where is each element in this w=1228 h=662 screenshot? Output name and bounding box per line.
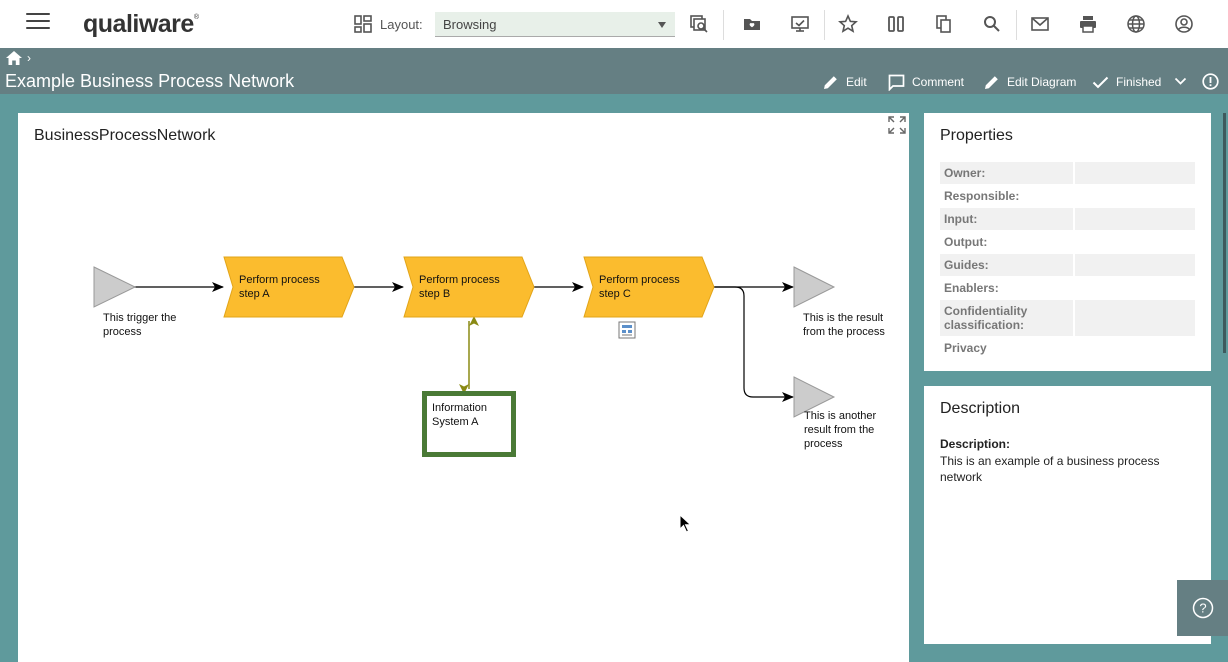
process-step-c-shape[interactable] [583, 256, 715, 318]
comment-button[interactable]: Comment [888, 73, 964, 91]
edit-diagram-label: Edit Diagram [1007, 75, 1077, 89]
property-value[interactable] [1075, 337, 1195, 359]
star-icon[interactable] [838, 14, 858, 34]
toolbar-divider [1016, 10, 1017, 40]
process-diagram [93, 256, 836, 457]
account-icon[interactable] [1174, 14, 1194, 34]
pencil-icon [824, 75, 837, 89]
description-label: Description: [940, 437, 1011, 451]
property-row: Enablers: [940, 277, 1196, 299]
book-icon[interactable] [886, 14, 906, 34]
breadcrumb-separator: › [27, 51, 31, 65]
result-2-label: This is another result from the process [804, 410, 877, 450]
property-name: Privacy [944, 341, 987, 355]
property-row: Input: [940, 208, 1196, 230]
window-search-icon[interactable] [689, 14, 709, 34]
diagram-panel: BusinessProcessNetwork [18, 113, 909, 662]
pencil-icon [985, 75, 998, 89]
process-step-a-shape[interactable] [223, 256, 355, 318]
layout-icon [354, 15, 372, 33]
check-icon [1092, 76, 1109, 88]
toolbar-divider [723, 10, 724, 40]
info-system-label: Information System A [432, 402, 488, 428]
finished-button[interactable]: Finished [1092, 73, 1161, 91]
finished-label: Finished [1116, 75, 1162, 89]
search-icon[interactable] [982, 14, 1002, 34]
chevron-down-icon[interactable] [1174, 77, 1187, 86]
property-row: Owner: [940, 162, 1196, 184]
layout-select[interactable]: Browsing [435, 12, 675, 37]
fullscreen-icon[interactable] [888, 116, 906, 134]
result-event-2-shape[interactable] [793, 376, 836, 418]
property-name: Enablers: [944, 281, 999, 295]
comment-icon [888, 74, 905, 91]
property-name: Guides: [940, 254, 1073, 276]
process-step-c-label: Perform process step C [599, 274, 680, 300]
edit-button[interactable]: Edit [822, 73, 867, 91]
edit-label: Edit [846, 75, 867, 89]
property-value[interactable] [1075, 277, 1195, 299]
properties-panel: Properties Owner: Responsible: Input: Ou… [924, 113, 1211, 371]
property-value[interactable] [1075, 300, 1195, 336]
property-row: Output: [940, 231, 1196, 253]
diagram-link-icon[interactable] [618, 321, 636, 339]
property-row: Privacy [940, 337, 1196, 359]
copy-icon[interactable] [934, 14, 954, 34]
property-row: Guides: [940, 254, 1196, 276]
toolbar-divider [824, 10, 825, 40]
property-value[interactable] [1075, 231, 1195, 253]
presentation-check-icon[interactable] [790, 14, 810, 34]
menu-icon[interactable] [26, 13, 50, 31]
mail-icon[interactable] [1030, 14, 1050, 34]
property-value[interactable] [1075, 254, 1195, 276]
property-name: Output: [944, 235, 988, 249]
description-text: This is an example of a business process… [940, 454, 1160, 484]
comment-label: Comment [912, 75, 965, 89]
mouse-cursor-icon [679, 514, 692, 533]
page-title: Example Business Process Network [5, 71, 295, 91]
page-header: › Example Business Process Network Edit … [0, 48, 1228, 94]
result-1-label: This is the result from the process [803, 312, 885, 338]
description-panel: Description Description: This is an exam… [924, 386, 1211, 644]
property-row: Responsible: [940, 185, 1196, 207]
layout-selected-value: Browsing [443, 17, 497, 32]
chevron-down-icon [658, 22, 666, 28]
process-step-b-shape[interactable] [403, 256, 535, 318]
properties-scrollbar[interactable] [1223, 113, 1226, 353]
alert-circle-icon[interactable] [1202, 73, 1219, 90]
property-name: Owner: [940, 162, 1073, 184]
property-row: Confidentiality classification: [940, 300, 1196, 336]
diagram-title: BusinessProcessNetwork [34, 127, 216, 144]
properties-title: Properties [940, 127, 1013, 144]
help-label: ? [1199, 601, 1206, 616]
help-button[interactable]: ? [1177, 580, 1228, 636]
edit-diagram-button[interactable]: Edit Diagram [983, 73, 1076, 91]
globe-icon[interactable] [1126, 14, 1146, 34]
property-value[interactable] [1075, 208, 1195, 230]
property-value[interactable] [1075, 185, 1195, 207]
property-name: Confidentiality classification: [940, 300, 1073, 336]
info-system-shape[interactable] [422, 391, 516, 457]
folder-heart-icon[interactable] [742, 14, 762, 34]
result-event-1-shape[interactable] [793, 266, 836, 308]
top-toolbar: qualiware® Layout: Browsing [0, 0, 1228, 48]
connector-c-to-result-2 [714, 286, 794, 402]
print-icon[interactable] [1078, 14, 1098, 34]
trigger-event-shape[interactable] [93, 266, 137, 308]
process-step-a-label: Perform process step A [239, 274, 320, 300]
description-title: Description [940, 400, 1021, 417]
properties-table: Owner: Responsible: Input: Output: Guide… [940, 162, 1196, 360]
property-name: Responsible: [944, 189, 1020, 203]
property-value[interactable] [1075, 162, 1195, 184]
trigger-label: This trigger the process [103, 312, 177, 338]
home-icon[interactable] [6, 51, 22, 65]
layout-label: Layout: [380, 17, 423, 32]
process-step-b-label: Perform process step B [419, 274, 500, 300]
help-icon: ? [1192, 597, 1214, 619]
property-name: Input: [940, 208, 1073, 230]
app-logo[interactable]: qualiware® [83, 10, 199, 38]
